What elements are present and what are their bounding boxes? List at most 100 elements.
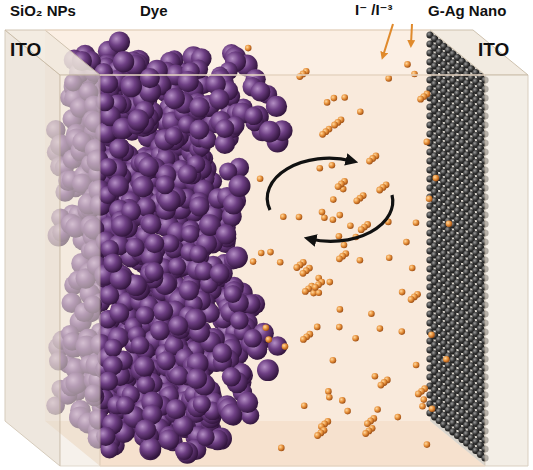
dye-sphere <box>164 88 185 109</box>
dye-sphere <box>109 31 130 52</box>
iodide-ion <box>413 220 420 227</box>
triiodide-ion <box>358 226 365 233</box>
triiodide-ion <box>335 183 342 190</box>
iodide-ion <box>282 343 289 350</box>
iodide-ion <box>403 239 410 246</box>
dye-sphere <box>99 158 117 176</box>
dye-sphere <box>178 71 199 92</box>
ito-plate-front <box>485 75 528 466</box>
material-label: Dye <box>140 3 168 20</box>
dye-sphere <box>224 285 242 303</box>
cycle-arrow <box>267 158 352 210</box>
dye-sphere <box>216 224 236 244</box>
iodide-ion <box>314 324 321 331</box>
iodide-ion <box>446 221 453 228</box>
dye-sphere <box>145 234 164 253</box>
dye-sphere <box>138 157 159 178</box>
dye-sphere <box>135 419 156 440</box>
leader-arrow <box>411 24 412 44</box>
triiodide-ion <box>296 73 303 80</box>
iodide-ion <box>386 254 393 261</box>
iodide-ion <box>344 408 351 415</box>
dye-sphere <box>131 336 150 355</box>
iodide-ion <box>339 397 346 404</box>
iodide-ion <box>372 373 379 380</box>
front-face <box>100 75 485 466</box>
iodide-ion <box>347 222 354 229</box>
dye-sphere <box>139 439 161 461</box>
dye-sphere <box>229 175 251 197</box>
ito-plate-top <box>5 30 100 75</box>
ito-plate-front <box>60 75 100 466</box>
iodide-ion <box>319 209 326 216</box>
dye-sphere <box>116 396 135 415</box>
dye-sphere <box>140 438 161 459</box>
iodide-ion <box>426 196 433 203</box>
dye-sphere <box>189 120 209 140</box>
dye-sphere <box>103 253 122 272</box>
dye-sphere <box>111 215 133 237</box>
dye-sphere <box>212 343 232 363</box>
iodide-ion <box>443 356 450 363</box>
iodide-ion <box>296 214 303 221</box>
iodide-ion <box>424 441 431 448</box>
iodide-ion <box>330 216 337 223</box>
iodide-ion <box>433 175 440 182</box>
dye-sphere <box>136 306 155 325</box>
dye-sphere <box>150 321 170 341</box>
iodide-ion <box>395 414 402 421</box>
dye-sphere <box>244 107 262 125</box>
iodide-ion <box>331 95 338 102</box>
iodide-ion <box>267 249 274 256</box>
triiodide-ion <box>336 255 343 262</box>
dye-sphere <box>108 175 129 196</box>
leader-arrow <box>383 24 393 56</box>
triiodide-ion <box>362 430 369 437</box>
dye-sphere <box>132 176 153 197</box>
dye-sphere <box>125 238 144 257</box>
dye-sphere <box>99 371 118 390</box>
cell-edge <box>45 29 430 31</box>
dye-sphere <box>186 368 207 389</box>
iodide-ion <box>325 388 332 395</box>
iodide-ion <box>336 233 343 240</box>
iodide-ion <box>424 139 431 146</box>
iodide-ion <box>374 406 381 413</box>
iodide-ion <box>245 45 252 52</box>
dye-sphere <box>181 225 199 243</box>
iodide-ion <box>421 396 428 403</box>
dye-sphere <box>166 399 186 419</box>
dye-sphere <box>197 428 215 446</box>
iodide-ion <box>337 306 344 313</box>
iodide-ion <box>336 324 343 331</box>
electrode-label: ITO <box>478 40 509 61</box>
dye-sphere <box>189 245 207 263</box>
material-label: SiO₂ NPs <box>10 3 76 20</box>
dye-sphere <box>259 121 281 143</box>
triiodide-ion <box>293 264 300 271</box>
triiodide-ion <box>300 336 307 343</box>
triiodide-ion <box>314 432 321 439</box>
iodide-ion <box>377 325 384 332</box>
triiodide-ion <box>353 197 360 204</box>
iodide-ion <box>317 165 324 172</box>
iodide-ion <box>385 75 392 82</box>
dye-sphere <box>110 303 130 323</box>
iodide-ion <box>278 445 285 452</box>
iodide-ion <box>352 335 359 342</box>
dye-sphere <box>168 257 186 275</box>
dye-sphere <box>226 246 248 268</box>
iodide-ion <box>413 362 420 369</box>
dye-sphere <box>113 51 134 72</box>
triiodide-ion <box>417 96 424 103</box>
dye-sphere <box>121 76 142 97</box>
dye-sphere <box>134 356 155 377</box>
triiodide-ion <box>408 296 415 303</box>
dye-sphere <box>153 301 173 321</box>
triiodide-ion <box>312 284 319 291</box>
dye-sphere <box>193 395 211 413</box>
iodide-ion <box>411 71 418 78</box>
electrolyte-label: I⁻ /I⁻³ <box>355 2 393 19</box>
iodide-ion <box>301 402 308 409</box>
iodide-ion <box>409 265 416 272</box>
